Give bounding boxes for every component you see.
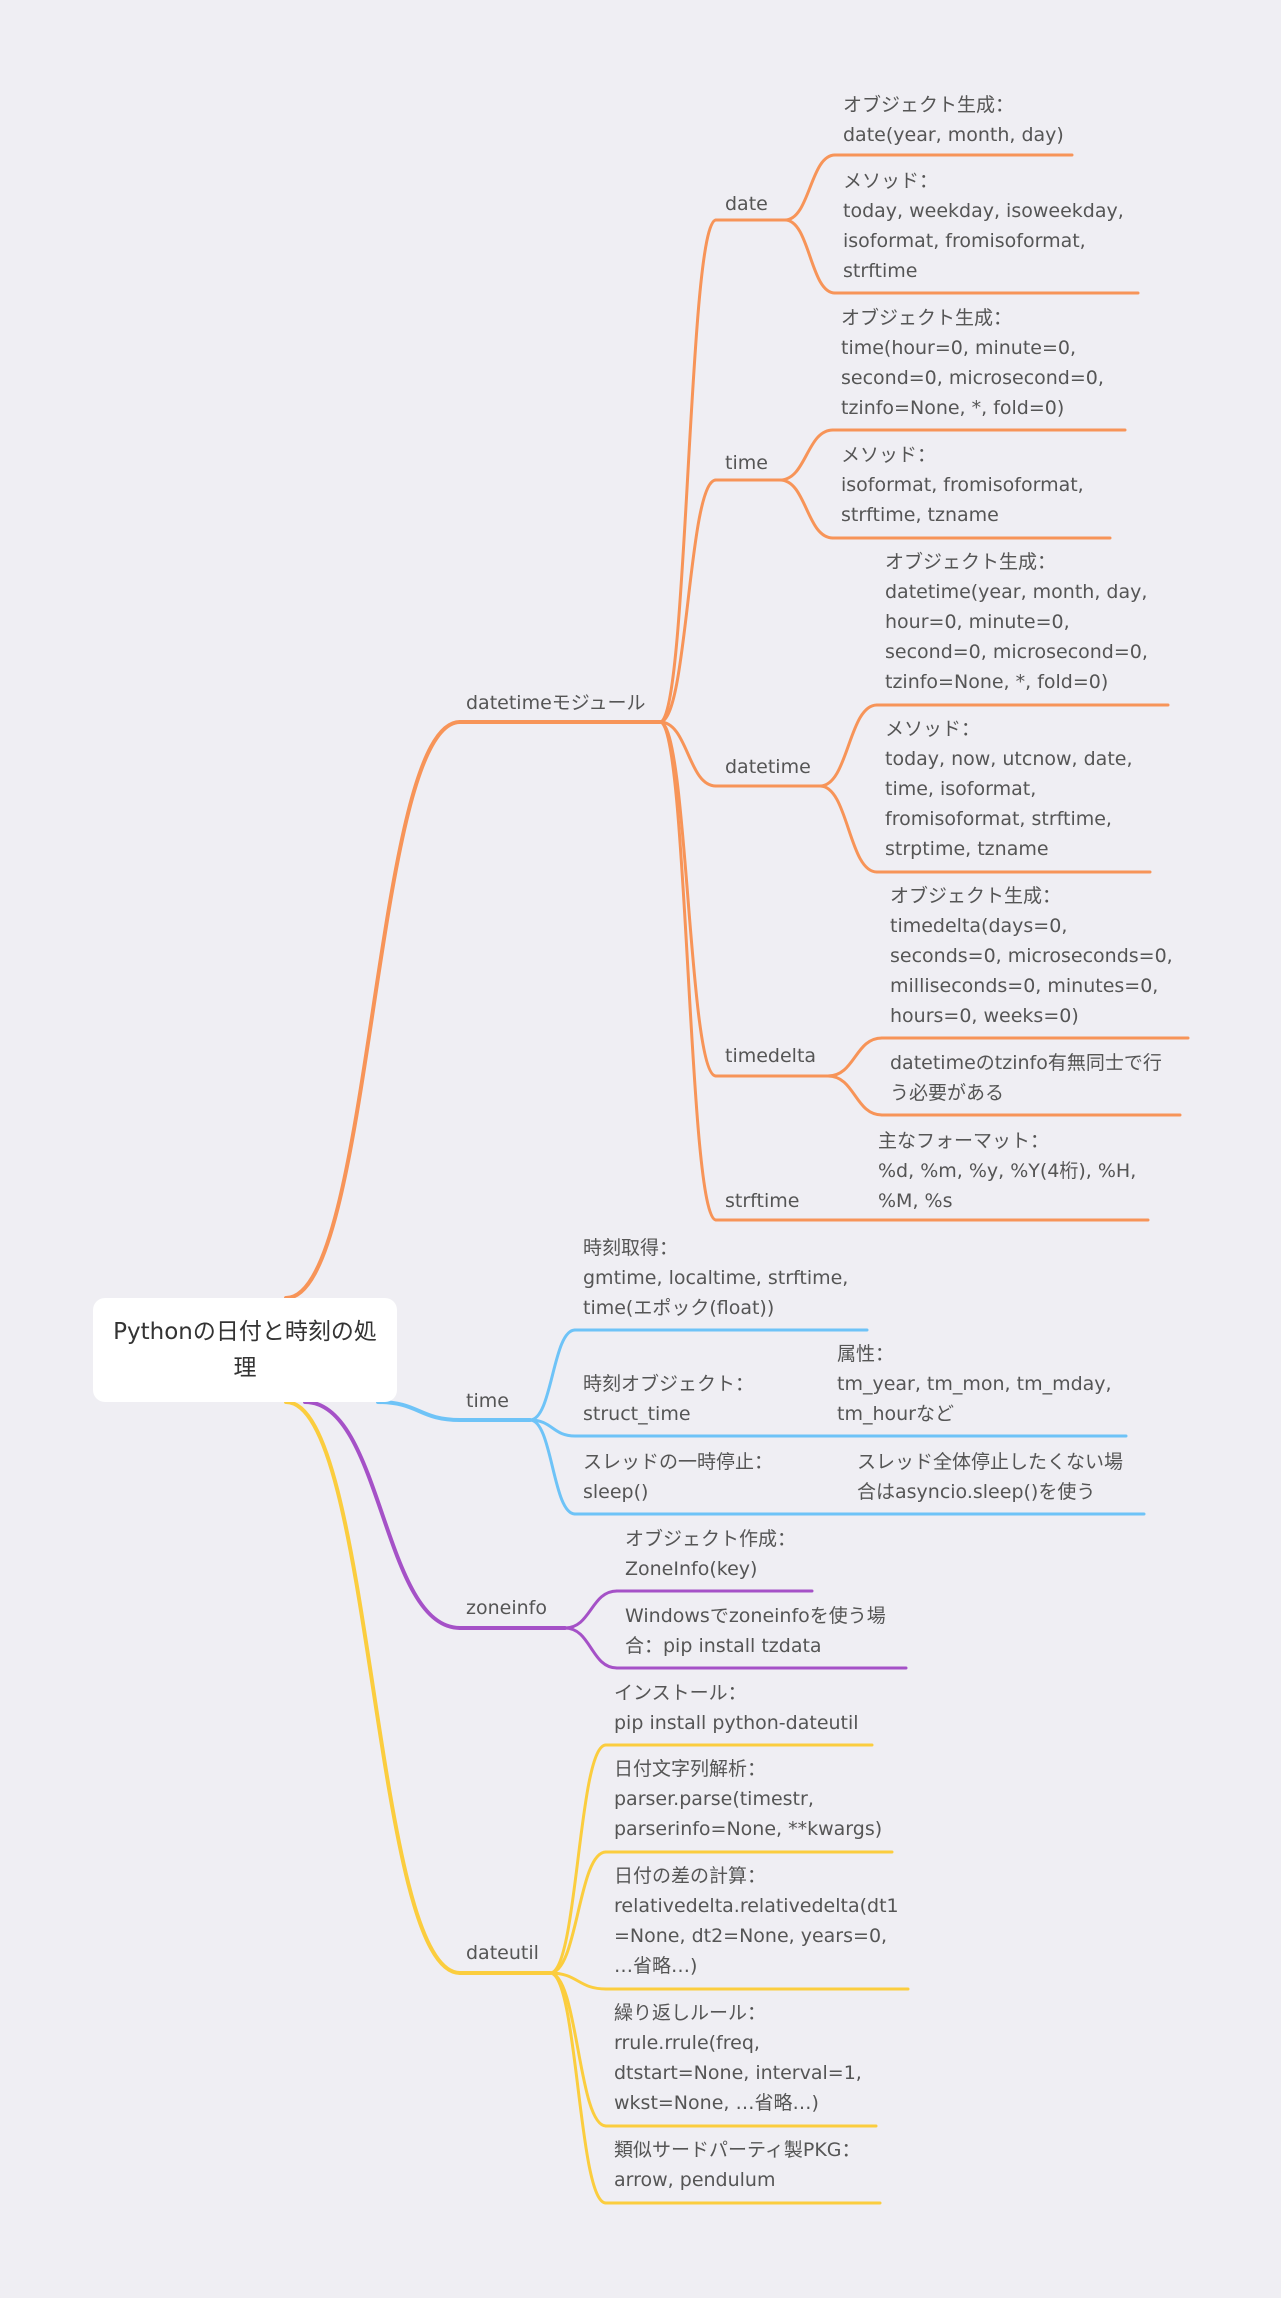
edge-root-datetime-module [284,720,462,1300]
edge-root-dateutil [284,1400,462,1975]
leaf-sleep-note[interactable]: スレッド全体停止したくない場 合はasyncio.sleep()を使う [857,1451,1124,1503]
edge-timedelta-note [826,1074,884,1117]
edge-timedelta-create [826,1036,884,1078]
edge-date-create [783,153,837,222]
branch-datetime-module[interactable]: datetimeモジュール [466,692,646,714]
node-datetime[interactable]: datetime [725,756,811,778]
edge-time-methods [778,478,835,540]
leaf-dateutil-relativedelta[interactable]: 日付の差の計算： relativedelta.relativedelta(dt1… [614,1865,899,1977]
leaf-dateutil-similar[interactable]: 類似サードパーティ製PKG： arrow, pendulum [614,2139,861,2191]
node-timedelta[interactable]: timedelta [725,1045,817,1067]
node-struct-time[interactable]: 時刻オブジェクト： struct_time [583,1373,755,1425]
leaf-time-acquire[interactable]: 時刻取得： gmtime, localtime, strftime, time(… [583,1237,849,1319]
edge-dateutil-similar [548,1971,608,2205]
edge-datetime-timedelta [658,720,718,1078]
leaf-datetime-methods[interactable]: メソッド： today, now, utcnow, date, time, is… [885,718,1133,860]
edge-sleep [528,1418,577,1516]
leaf-timedelta-note[interactable]: datetimeのtzinfo有無同士で行 う必要がある [890,1052,1162,1104]
branch-dateutil[interactable]: dateutil [466,1942,539,1964]
leaf-strftime-formats[interactable]: 主なフォーマット： %d, %m, %y, %Y(4桁), %H, %M, %s [878,1130,1137,1212]
edge-datetime-datetime [658,720,718,788]
edge-root-time-module [376,1400,462,1422]
edge-time-create [778,428,835,482]
leaf-dateutil-rrule[interactable]: 繰り返しルール： rrule.rrule(freq, dtstart=None,… [614,2002,862,2114]
edge-time-acquire [528,1328,577,1422]
edge-dateutil-install [548,1743,608,1975]
root-label: Pythonの日付と時刻の処理 [113,1319,377,1381]
edge-date-methods [783,218,837,295]
edge-datetime-time [658,478,718,724]
edge-dateutil-rrule [548,1971,608,2128]
leaf-time-create[interactable]: オブジェクト生成： time(hour=0, minute=0, second=… [841,307,1104,419]
leaf-date-methods[interactable]: メソッド： today, weekday, isoweekday, isofor… [843,170,1124,282]
leaf-zoneinfo-create[interactable]: オブジェクト作成： ZoneInfo(key) [625,1528,797,1580]
edge-root-zoneinfo [303,1400,462,1630]
root-node[interactable]: Pythonの日付と時刻の処理 [93,1298,397,1402]
leaf-timedelta-create[interactable]: オブジェクト生成： timedelta(days=0, seconds=0, m… [890,885,1173,1027]
leaf-dateutil-parse[interactable]: 日付文字列解析： parser.parse(timestr, parserinf… [614,1758,883,1840]
node-sleep[interactable]: スレッドの一時停止： sleep() [583,1451,774,1503]
edge-zoneinfo-windows [563,1626,619,1670]
node-strftime[interactable]: strftime [725,1190,800,1212]
node-time[interactable]: time [725,452,768,474]
edge-datetime-date [658,218,718,724]
edge-dateutil-relativedelta [548,1971,608,1991]
leaf-zoneinfo-windows[interactable]: Windowsでzoneinfoを使う場 合：pip install tzdat… [625,1605,886,1657]
branch-time-module[interactable]: time [466,1390,509,1412]
edge-datetime-strftime [658,720,718,1222]
leaf-date-create[interactable]: オブジェクト生成： date(year, month, day) [843,94,1064,146]
node-date[interactable]: date [725,193,768,215]
branch-zoneinfo[interactable]: zoneinfo [466,1597,547,1619]
leaf-datetime-create[interactable]: オブジェクト生成： datetime(year, month, day, hou… [885,551,1148,693]
leaf-dateutil-install[interactable]: インストール： pip install python-dateutil [614,1682,859,1734]
leaf-struct-attributes[interactable]: 属性： tm_year, tm_mon, tm_mday, tm_hourなど [837,1343,1112,1425]
edge-datetime-create [818,703,879,788]
edge-zoneinfo-create [563,1589,619,1630]
edge-datetime-methods [818,784,879,874]
leaf-time-methods[interactable]: メソッド： isoformat, fromisoformat, strftime… [841,444,1084,526]
edge-dateutil-parse [548,1850,608,1975]
